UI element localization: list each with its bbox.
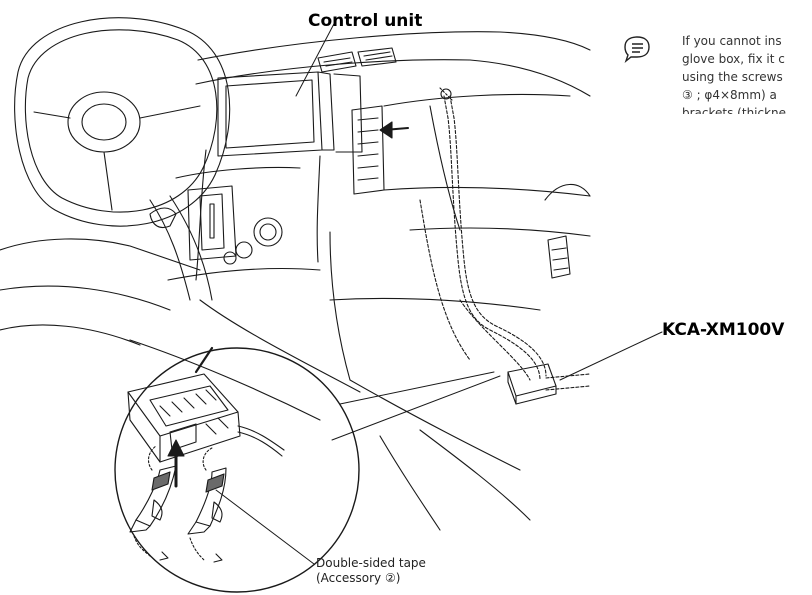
control-unit-label: Control unit: [308, 11, 423, 31]
note-line: glove box, fix it c: [682, 52, 785, 66]
dash-top-vents: [317, 47, 397, 73]
note-line: If you cannot ins: [682, 34, 782, 48]
center-vent: [351, 105, 385, 195]
note-text: If you cannot ins glove box, fix it c us…: [682, 32, 812, 114]
note-line: brackets (thickne: [682, 106, 787, 114]
tape-pads: [129, 465, 227, 535]
note-line: using the screws: [682, 70, 783, 84]
tape-label-line1: Double-sided tape: [316, 556, 426, 570]
steering-wheel: [14, 17, 231, 301]
kca-tuner-box: [507, 363, 557, 405]
antenna-cable: [419, 95, 591, 391]
tuner-model-label: KCA-XM100V: [662, 320, 785, 340]
control-unit: [217, 71, 363, 157]
note-line: ③ ; φ4×8mm) a: [682, 88, 777, 102]
tape-label-line2: (Accessory ②): [316, 571, 401, 585]
tuner-closeup: [127, 346, 285, 463]
tape-label: Double-sided tape (Accessory ②): [316, 556, 426, 586]
note-icon: [624, 36, 650, 64]
gear-shifter: [187, 185, 237, 261]
installation-note: If you cannot ins glove box, fix it c us…: [622, 30, 812, 114]
side-vent: [544, 183, 591, 279]
